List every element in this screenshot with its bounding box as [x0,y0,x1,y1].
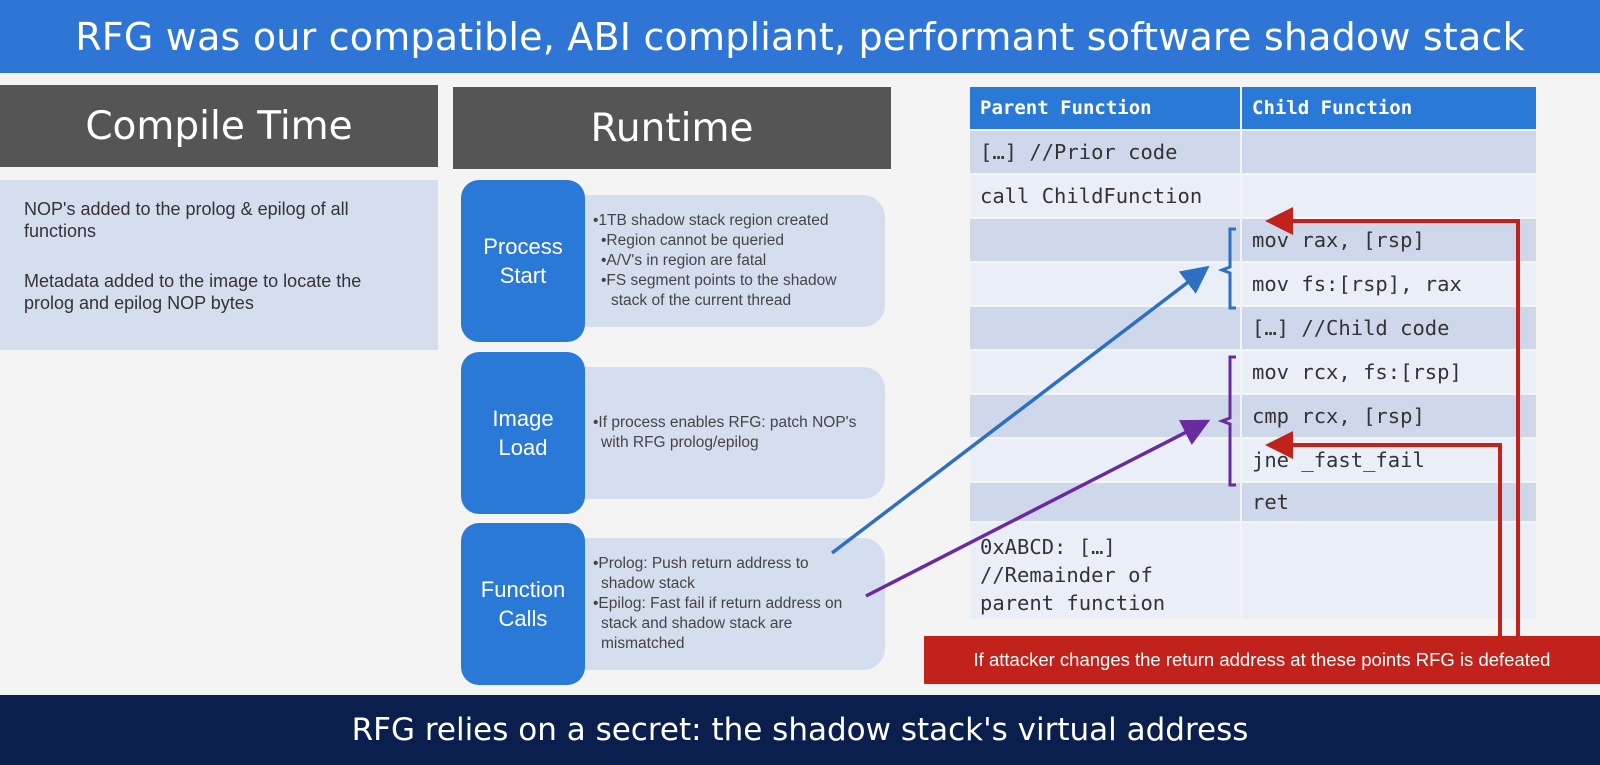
runtime-description: •1TB shadow stack region created •Region… [565,195,885,327]
table-row: 0xABCD: […] //Remainder of parent functi… [970,523,1536,619]
table-row: mov rax, [rsp] [970,219,1536,261]
column-header-parent: Parent Function [970,87,1240,129]
desc-line: •A/V's in region are fatal [601,252,767,269]
pill-text: Calls [498,606,548,631]
table-row: cmp rcx, [rsp] [970,395,1536,437]
table-cell: ret [1242,483,1536,521]
table-row: call ChildFunction [970,175,1536,217]
desc-line: stack of the current thread [611,292,792,309]
desc-line: with RFG prolog/epilog [601,434,759,451]
runtime-row-process-start: •1TB shadow stack region created •Region… [461,180,885,342]
table-cell: […] //Prior code [970,131,1240,173]
desc-line: •1TB shadow stack region created [593,212,829,229]
runtime-description: •Prolog: Push return address to shadow s… [565,538,885,670]
code-table: Parent Function Child Function […] //Pri… [968,85,1538,621]
compile-time-header: Compile Time [0,85,438,167]
code-line: parent function [980,591,1166,615]
desc-line: •Epilog: Fast fail if return address on [593,595,843,612]
table-cell [970,307,1240,349]
runtime-description: •If process enables RFG: patch NOP's wit… [565,367,885,499]
code-line: //Remainder of [980,563,1153,587]
desc-line: stack and shadow stack are [601,615,793,632]
table-cell: […] //Child code [1242,307,1536,349]
table-cell [1242,131,1536,173]
pill-text: Function [480,577,566,602]
compile-time-item: Metadata added to the image to locate th… [24,271,362,313]
table-cell: mov rax, [rsp] [1242,219,1536,261]
table-cell [970,483,1240,521]
pill-text: Process [483,234,563,259]
desc-line: •Region cannot be queried [601,232,784,249]
runtime-header: Runtime [453,87,891,169]
table-cell [970,439,1240,481]
table-cell [970,263,1240,305]
column-header-child: Child Function [1242,87,1536,129]
table-cell: cmp rcx, [rsp] [1242,395,1536,437]
table-row: […] //Prior code [970,131,1536,173]
footer-banner: RFG relies on a secret: the shadow stack… [0,695,1600,765]
table-cell: mov fs:[rsp], rax [1242,263,1536,305]
table-cell [1242,523,1536,619]
table-cell [970,351,1240,393]
pill-text: Start [499,263,547,288]
table-cell: 0xABCD: […] //Remainder of parent functi… [970,523,1240,619]
desc-line: •FS segment points to the shadow [601,272,837,289]
warning-banner: If attacker changes the return address a… [924,636,1600,684]
table-row: […] //Child code [970,307,1536,349]
desc-line: shadow stack [601,575,695,592]
pill-text: Image [492,406,554,431]
desc-line: mismatched [601,635,685,652]
table-row: jne _fast_fail [970,439,1536,481]
slide-title: RFG was our compatible, ABI compliant, p… [0,0,1600,73]
table-row: ret [970,483,1536,521]
table-cell: mov rcx, fs:[rsp] [1242,351,1536,393]
table-cell: call ChildFunction [970,175,1240,217]
table-row: mov fs:[rsp], rax [970,263,1536,305]
table-cell [1242,175,1536,217]
compile-time-box: NOP's added to the prolog & epilog of al… [0,180,438,350]
code-line: 0xABCD: […] [980,535,1116,559]
table-cell [970,395,1240,437]
table-row: mov rcx, fs:[rsp] [970,351,1536,393]
table-cell [970,219,1240,261]
table-cell: jne _fast_fail [1242,439,1536,481]
desc-line: •If process enables RFG: patch NOP's [593,414,857,431]
pill-text: Load [498,435,548,460]
runtime-row-function-calls: •Prolog: Push return address to shadow s… [461,523,885,685]
compile-time-item: NOP's added to the prolog & epilog of al… [24,199,349,241]
runtime-row-image-load: •If process enables RFG: patch NOP's wit… [461,352,885,514]
desc-line: •Prolog: Push return address to [593,555,809,572]
